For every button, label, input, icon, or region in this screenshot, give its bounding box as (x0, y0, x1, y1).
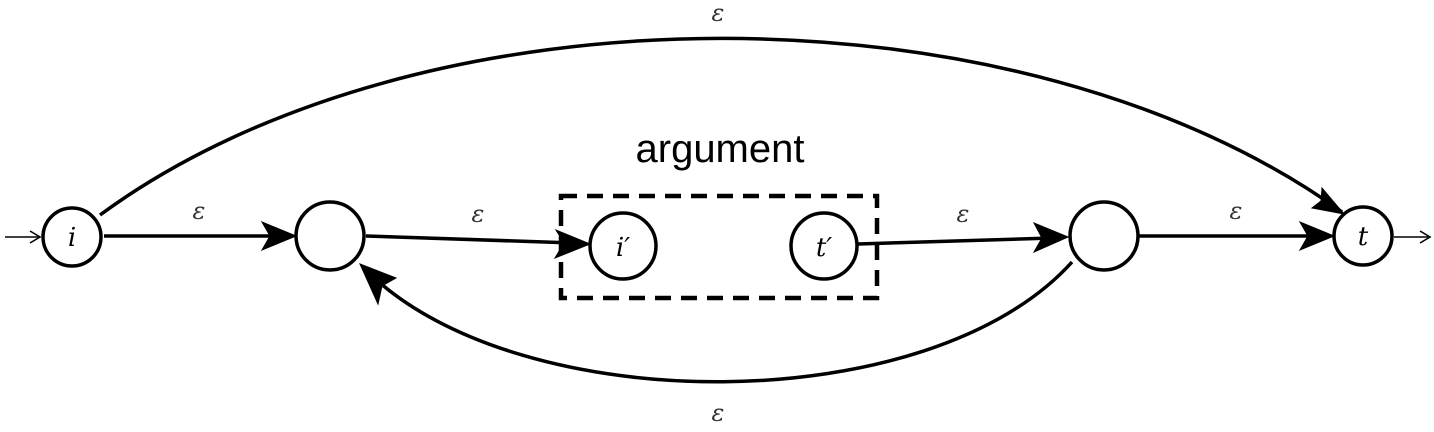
edge-i-to-left-state (104, 220, 298, 252)
edge-i-to-left-label: ε (193, 197, 206, 225)
state-end-label: t (1358, 222, 1369, 252)
edge-right-to-left-arc (359, 260, 1074, 384)
edge-right-to-t-label: ε (1230, 197, 1243, 225)
argument-label: argument (636, 127, 805, 171)
state-start: i (41, 206, 103, 268)
state-left-mid (294, 200, 366, 272)
state-end: t (1332, 205, 1394, 267)
state-inner-start-label: i′ (616, 233, 630, 263)
edge-i-to-t-arc (98, 36, 1346, 217)
state-inner-start: i′ (588, 211, 658, 281)
edge-inner-end-to-right-state (857, 222, 1070, 254)
state-right-mid (1068, 200, 1140, 272)
edge-left-state-to-inner-start (365, 228, 592, 260)
edge-left-to-inner-label: ε (472, 200, 485, 228)
state-start-label: i (68, 223, 76, 253)
final-arrow (1394, 230, 1432, 244)
top-arc-label: ε (712, 0, 725, 27)
state-inner-end-label: t′ (816, 233, 832, 263)
bottom-arc-label: ε (712, 399, 725, 427)
edge-inner-to-right-label: ε (957, 200, 970, 228)
state-inner-end: t′ (789, 211, 859, 281)
edge-right-state-to-t (1138, 220, 1336, 252)
initial-arrow (5, 230, 42, 244)
argument-box (558, 193, 880, 301)
